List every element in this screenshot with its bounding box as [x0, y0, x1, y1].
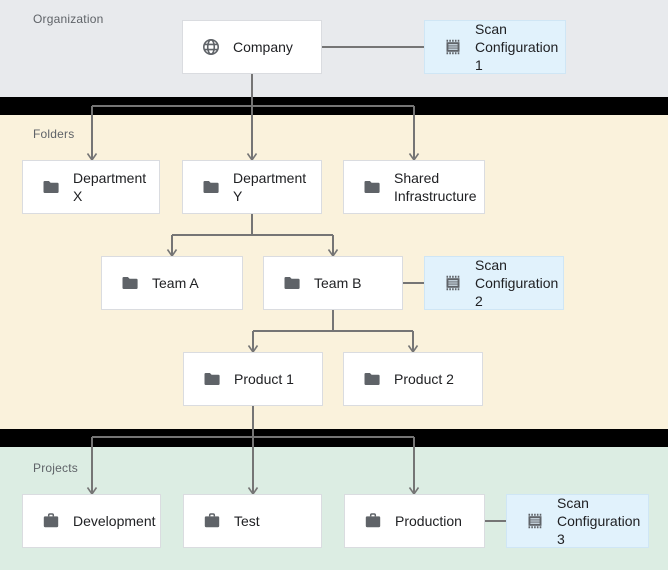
- node-production: Production: [344, 494, 485, 548]
- node-team-a: Team A: [101, 256, 243, 310]
- node-label: Development: [73, 513, 156, 529]
- node-scan-configuration-3: Scan Configuration 3: [506, 494, 649, 548]
- scan-config-icon: [443, 273, 463, 293]
- scan-config-icon: [525, 511, 545, 531]
- node-label: Production: [395, 513, 462, 529]
- projects-section-label: Projects: [33, 461, 78, 475]
- node-label: Team A: [152, 275, 199, 291]
- folders-section-label: Folders: [33, 127, 75, 141]
- node-shared-infrastructure: Shared Infrastructure: [343, 160, 485, 214]
- folder-icon: [202, 369, 222, 389]
- globe-icon: [201, 37, 221, 57]
- node-label: Product 2: [394, 371, 454, 387]
- node-department-x: Department X: [22, 160, 160, 214]
- node-label: Company: [233, 39, 293, 55]
- node-product-1: Product 1: [183, 352, 323, 406]
- folder-icon: [362, 369, 382, 389]
- node-department-y: Department Y: [182, 160, 322, 214]
- node-team-b: Team B: [263, 256, 403, 310]
- organization-section-label: Organization: [33, 12, 104, 26]
- scan-config-icon: [443, 37, 463, 57]
- folder-icon: [120, 273, 140, 293]
- node-scan-configuration-1: Scan Configuration 1: [424, 20, 566, 74]
- node-label: Department X: [73, 170, 147, 204]
- folder-icon: [201, 177, 221, 197]
- briefcase-icon: [202, 511, 222, 531]
- node-development: Development: [22, 494, 161, 548]
- briefcase-icon: [363, 511, 383, 531]
- node-label: Scan Configuration 1: [475, 21, 559, 73]
- folder-icon: [41, 177, 61, 197]
- node-test: Test: [183, 494, 322, 548]
- node-label: Product 1: [234, 371, 294, 387]
- section-divider: [0, 429, 668, 447]
- node-label: Test: [234, 513, 260, 529]
- node-product-2: Product 2: [343, 352, 483, 406]
- node-label: Scan Configuration 2: [475, 257, 559, 309]
- node-label: Shared Infrastructure: [394, 170, 477, 204]
- folder-icon: [282, 273, 302, 293]
- node-scan-configuration-2: Scan Configuration 2: [424, 256, 564, 310]
- node-label: Team B: [314, 275, 362, 291]
- node-label: Department Y: [233, 170, 307, 204]
- node-label: Scan Configuration 3: [557, 495, 641, 547]
- section-divider: [0, 97, 668, 115]
- folder-icon: [362, 177, 382, 197]
- briefcase-icon: [41, 511, 61, 531]
- node-company: Company: [182, 20, 322, 74]
